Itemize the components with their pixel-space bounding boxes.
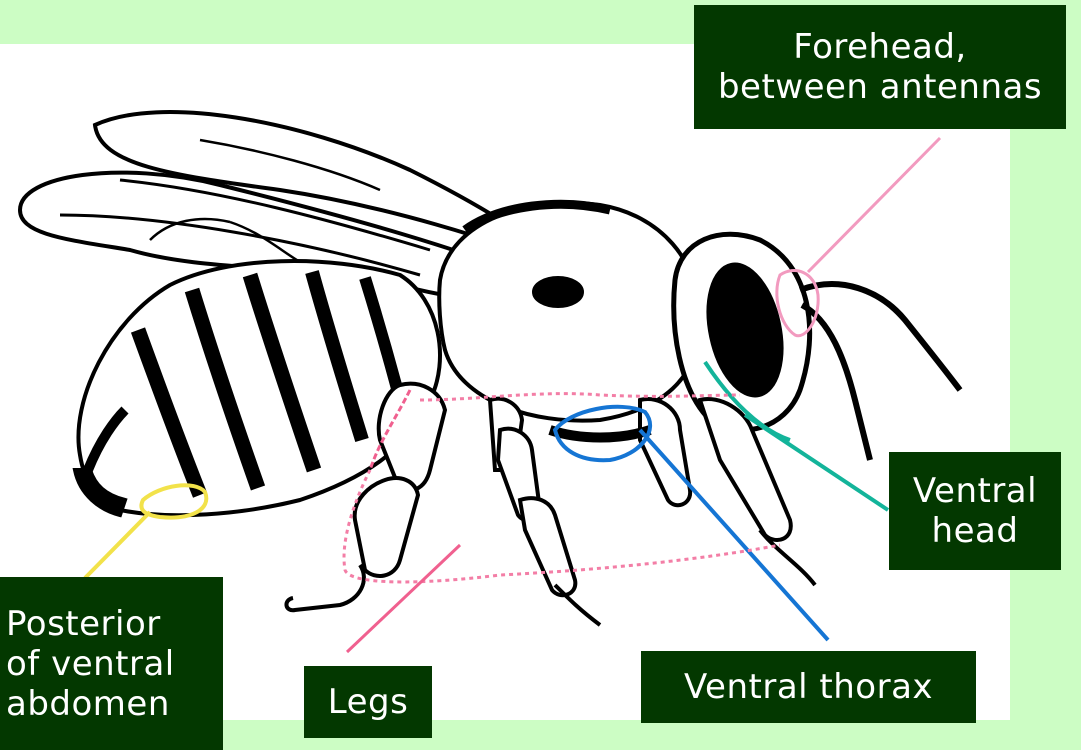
bee-abdomen [75,261,440,515]
label-ventral-head-line2: head [932,511,1019,551]
label-forehead-line1: Forehead, [793,27,967,67]
label-ventral-thorax-text: Ventral thorax [684,667,933,707]
label-ventral-thorax: Ventral thorax [641,651,976,723]
label-forehead: Forehead, between antennas [694,5,1066,129]
label-posterior-line3: abdomen [6,684,170,724]
label-forehead-line2: between antennas [718,67,1042,107]
label-legs-text: Legs [328,682,409,722]
label-posterior: Posterior of ventral abdomen [0,577,223,750]
label-legs: Legs [304,666,432,738]
label-posterior-line2: of ventral [6,644,175,684]
label-ventral-head: Ventral head [889,452,1061,570]
bee-thorax [439,203,700,421]
label-ventral-head-line1: Ventral [913,471,1037,511]
label-posterior-line1: Posterior [6,604,161,644]
